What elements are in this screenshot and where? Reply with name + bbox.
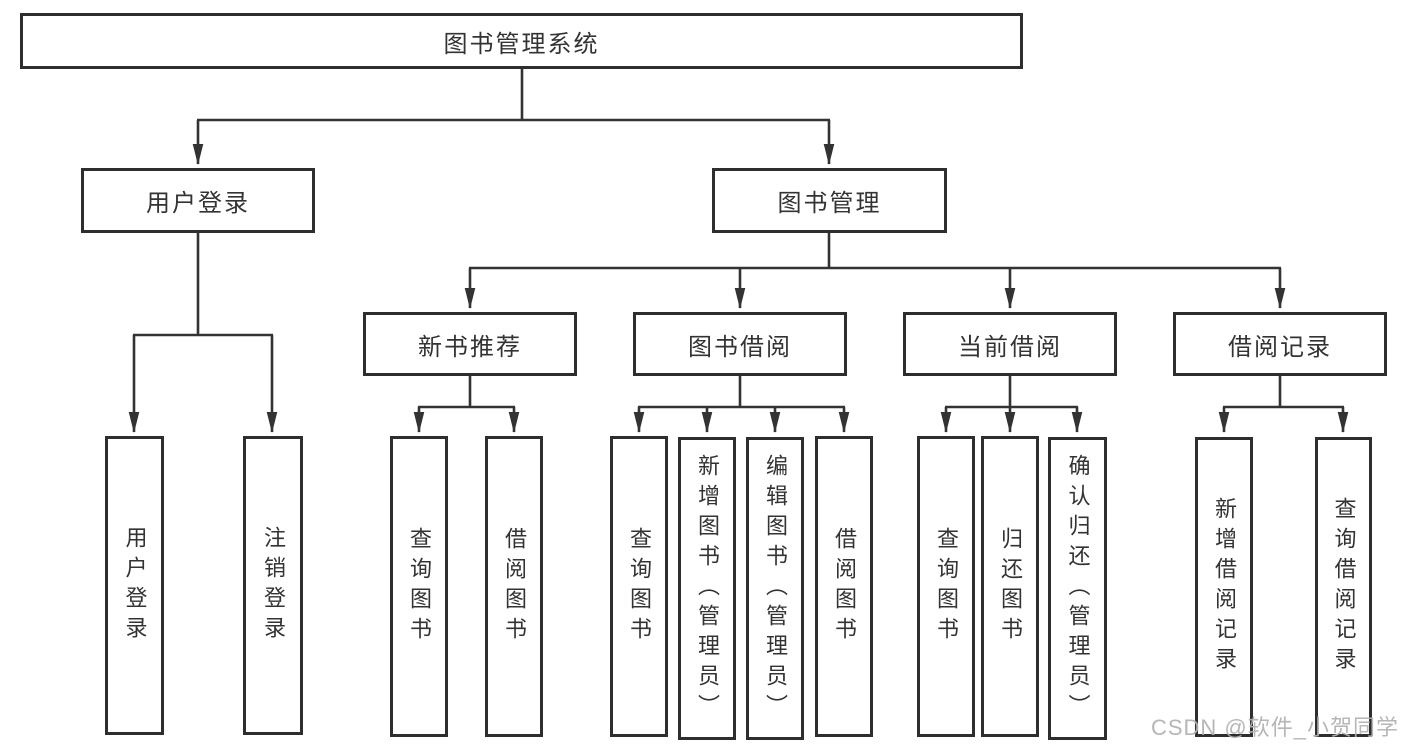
node-user-login: 用户登录 bbox=[81, 168, 315, 233]
leaf-label: 确认归还（管理员） bbox=[1065, 453, 1091, 724]
node-new-book-recommendation: 新书推荐 bbox=[363, 312, 577, 376]
leaf-label: 注销登录 bbox=[261, 525, 286, 646]
node-leaf-query-book-borrow: 查询图书 bbox=[610, 436, 668, 737]
node-leaf-edit-book-admin: 编辑图书（管理员） bbox=[746, 437, 804, 740]
leaf-label: 归还图书 bbox=[998, 526, 1023, 647]
leaf-label: 查询图书 bbox=[407, 526, 432, 647]
node-current-borrowing: 当前借阅 bbox=[903, 312, 1117, 376]
node-leaf-add-book-admin: 新增图书（管理员） bbox=[678, 437, 736, 740]
leaf-label: 查询借阅记录 bbox=[1331, 497, 1357, 677]
leaf-label: 用户登录 bbox=[122, 525, 148, 646]
leaf-label: 新增借阅记录 bbox=[1212, 497, 1237, 677]
leaf-label: 编辑图书（管理员） bbox=[763, 453, 788, 724]
leaf-label: 查询图书 bbox=[627, 526, 652, 647]
node-book-borrowing: 图书借阅 bbox=[633, 312, 847, 376]
node-leaf-query-borrow-record: 查询借阅记录 bbox=[1315, 437, 1372, 737]
leaf-label: 借阅图书 bbox=[502, 526, 527, 647]
node-leaf-borrow-book-rec: 借阅图书 bbox=[485, 436, 543, 737]
leaf-label: 新增图书（管理员） bbox=[695, 453, 720, 724]
node-borrowing-records: 借阅记录 bbox=[1173, 312, 1387, 376]
node-root: 图书管理系统 bbox=[20, 13, 1023, 69]
node-leaf-query-book-rec: 查询图书 bbox=[390, 436, 448, 737]
node-leaf-query-book-current: 查询图书 bbox=[917, 436, 975, 737]
node-leaf-add-borrow-record: 新增借阅记录 bbox=[1195, 437, 1253, 737]
leaf-label: 查询图书 bbox=[934, 526, 959, 647]
node-leaf-logout: 注销登录 bbox=[243, 436, 303, 735]
leaf-label: 借阅图书 bbox=[832, 526, 857, 647]
node-leaf-user-login: 用户登录 bbox=[105, 436, 164, 735]
node-leaf-confirm-return-admin: 确认归还（管理员） bbox=[1048, 437, 1107, 740]
node-leaf-return-book: 归还图书 bbox=[981, 436, 1039, 737]
csdn-watermark: CSDN @软件_小贺同学 bbox=[1150, 715, 1399, 740]
node-leaf-borrow-book: 借阅图书 bbox=[815, 436, 873, 737]
node-book-management: 图书管理 bbox=[712, 168, 947, 233]
